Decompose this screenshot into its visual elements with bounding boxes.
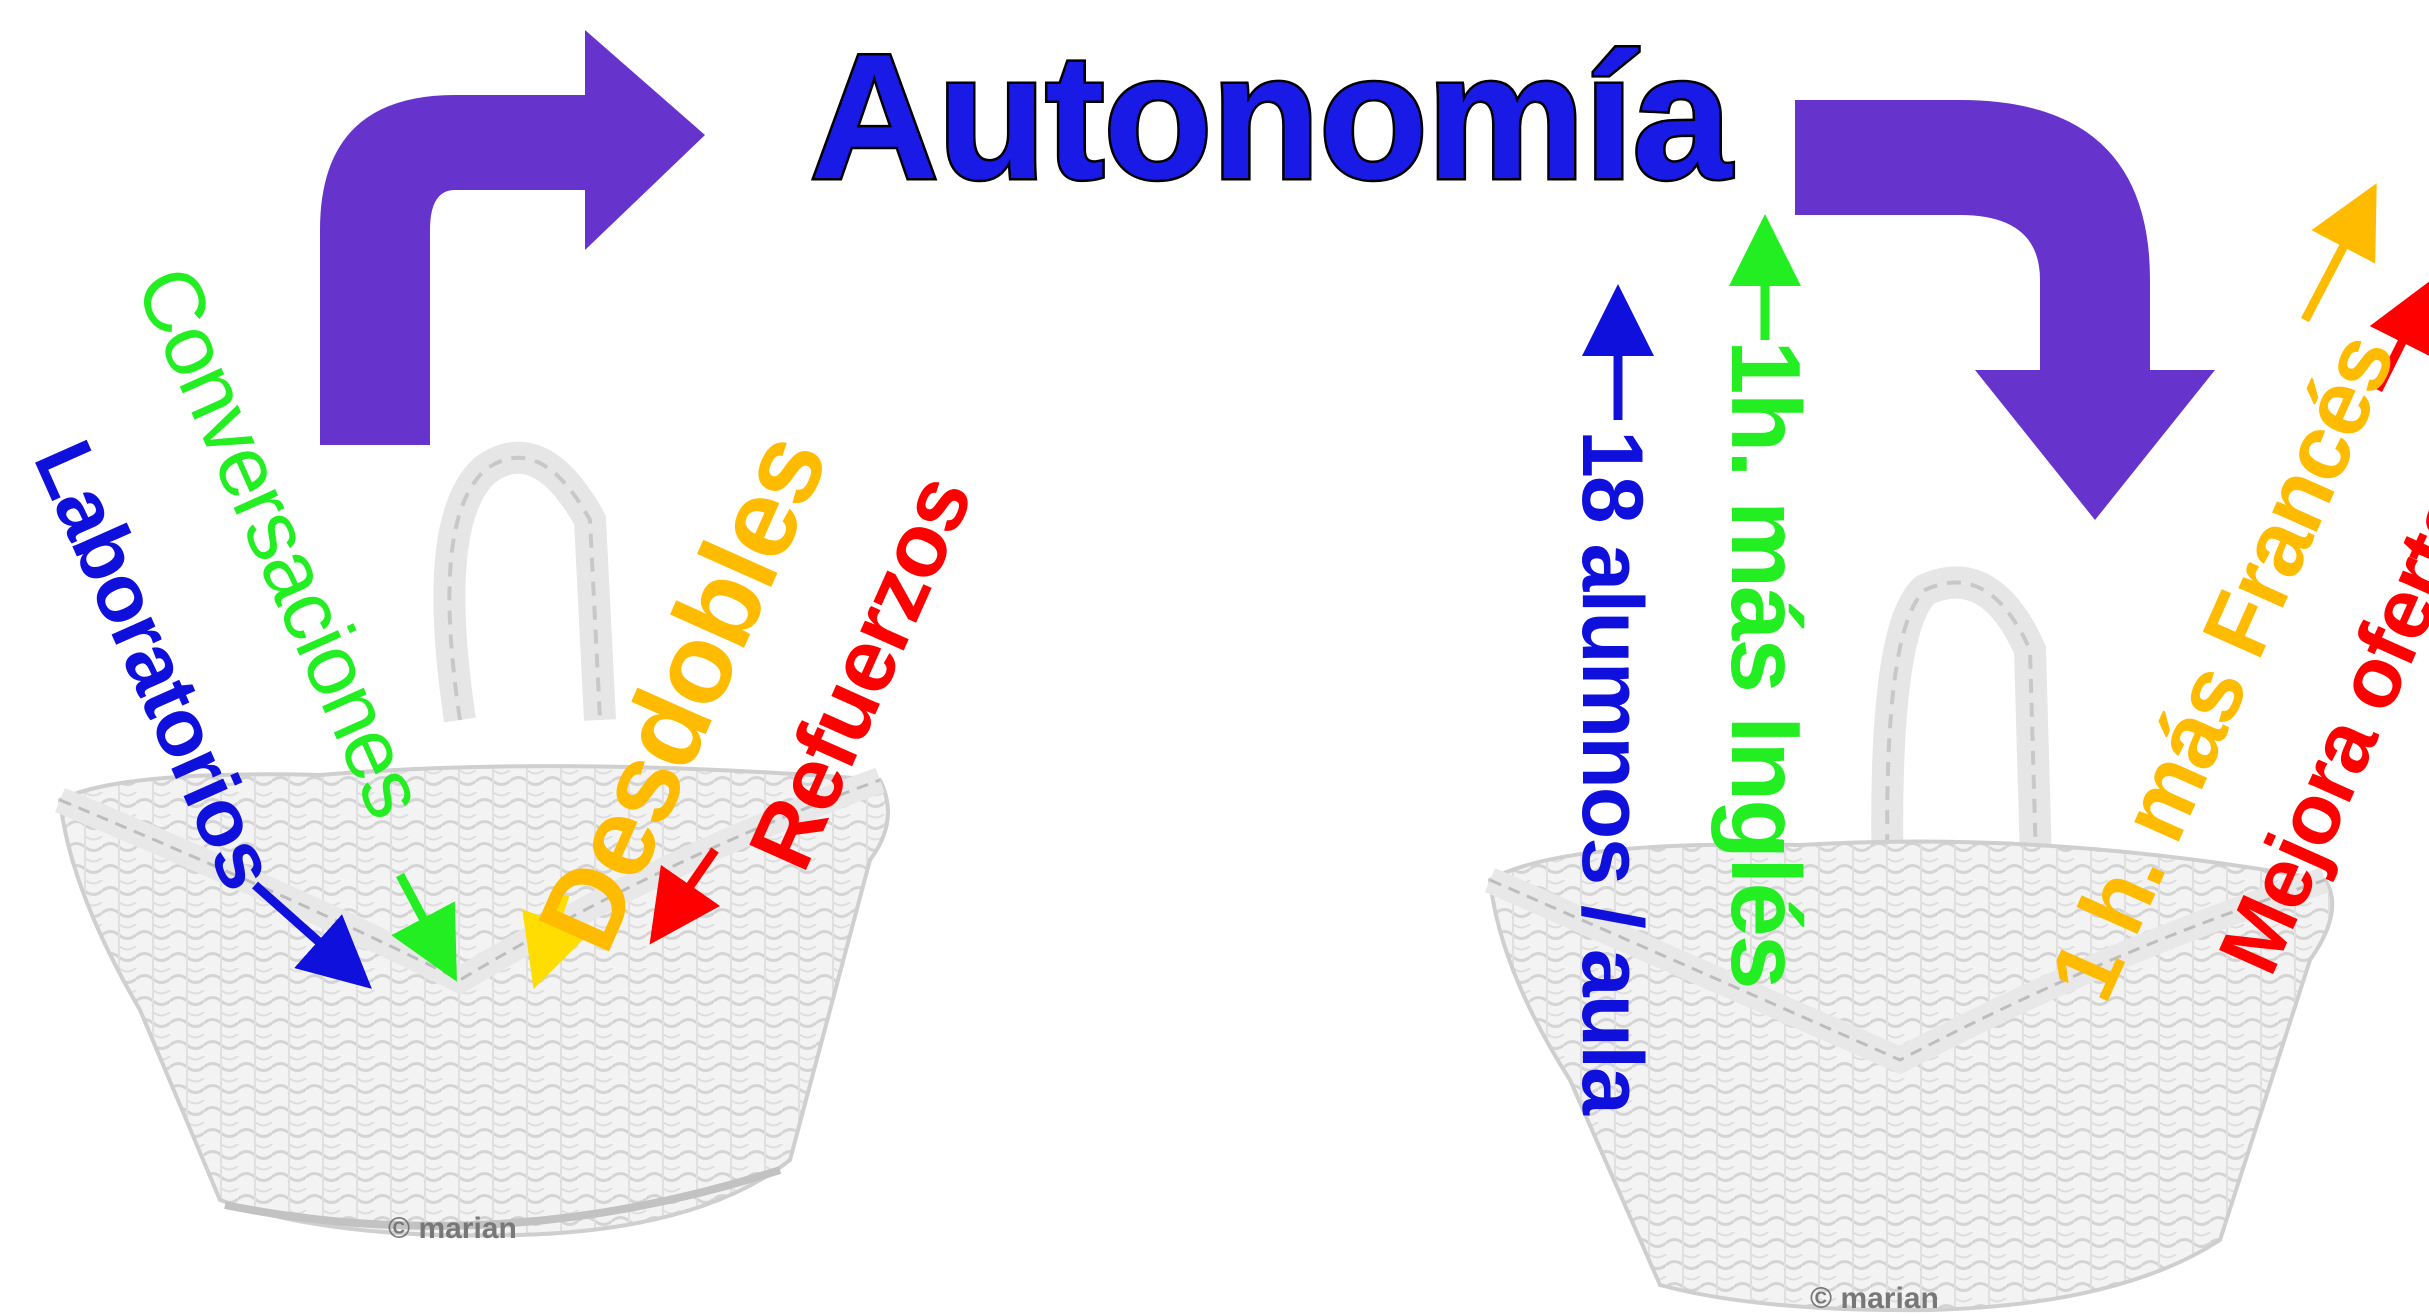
big-arrow-right (1795, 100, 2215, 520)
arrow-desdobles (522, 893, 591, 990)
watermark-right: © marian (1810, 1282, 1939, 1315)
label-ingles: 1h. más Inglés (1711, 340, 1821, 988)
right-basket (1484, 566, 2335, 1313)
label-18-alumnos: 18 alumnos / aula (1564, 430, 1660, 1113)
big-arrow-left (320, 30, 705, 445)
arrow-frances (2301, 183, 2377, 323)
page-title: Autonomía (807, 17, 1733, 216)
arrow-laboratorios (252, 881, 372, 989)
arrow-conversaciones (391, 872, 457, 982)
arrow-mejora (2369, 277, 2429, 393)
arrow-refuerzos (649, 847, 721, 945)
watermark-left: © marian (388, 1212, 517, 1245)
